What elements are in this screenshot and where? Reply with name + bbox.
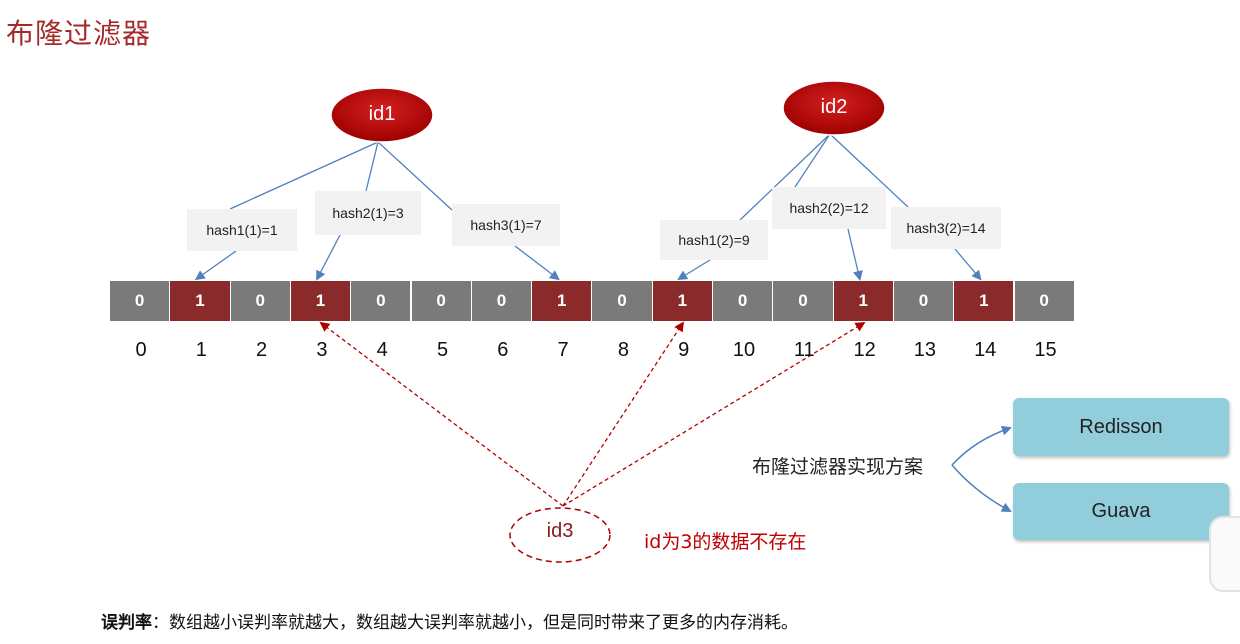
id3-label: id3 xyxy=(546,520,574,542)
index-label-12: 12 xyxy=(853,339,876,361)
id3-ellipse xyxy=(509,507,611,563)
side-widget[interactable] xyxy=(1209,516,1240,592)
id1-arrow-2 xyxy=(514,245,560,281)
hash-label-id1-3: hash3(1)=7 xyxy=(452,204,560,246)
solutions-brace-bottom xyxy=(951,464,1012,512)
solutions-label: 布隆过滤器实现方案 xyxy=(752,456,924,478)
hash-label-id2-1: hash1(2)=9 xyxy=(660,220,768,260)
id3-dashed-link-2 xyxy=(562,321,866,507)
bit-cell-4: 0 xyxy=(351,281,411,321)
bit-cell-14: 1 xyxy=(954,281,1014,321)
index-label-0: 0 xyxy=(135,339,147,361)
index-label-9: 9 xyxy=(678,339,690,361)
solutions-brace-top xyxy=(951,425,1012,466)
id2-ellipse xyxy=(782,80,886,136)
id3-dashed-link-0 xyxy=(319,321,564,507)
id2-arrow-2 xyxy=(954,248,982,281)
id3-note: id为3的数据不存在 xyxy=(644,531,807,553)
index-label-1: 1 xyxy=(195,339,207,361)
bit-cell-9: 1 xyxy=(652,281,712,321)
index-label-2: 2 xyxy=(256,339,268,361)
index-label-4: 4 xyxy=(376,339,388,361)
solution-redisson: Redisson xyxy=(1013,398,1229,456)
bit-cell-0: 0 xyxy=(110,281,170,321)
solution-guava: Guava xyxy=(1013,483,1229,540)
index-label-13: 13 xyxy=(913,339,937,361)
footer-text: ：数组越小误判率就越大，数组越大误判率就越小，但是同时带来了更多的内存消耗。 xyxy=(152,613,798,633)
id2-arrow-0 xyxy=(677,259,711,281)
id2-label: id2 xyxy=(820,96,848,118)
id1-link-0 xyxy=(229,141,379,210)
bit-cell-2: 0 xyxy=(230,281,290,321)
index-label-3: 3 xyxy=(316,339,328,361)
id1-arrow-0 xyxy=(194,250,237,281)
hash-label-id1-2: hash2(1)=3 xyxy=(315,191,421,235)
id1-arrow-1 xyxy=(316,234,341,281)
id2-link-2 xyxy=(829,133,909,208)
page-title: 布隆过滤器 xyxy=(6,17,152,50)
id2-link-0 xyxy=(739,133,831,221)
index-label-7: 7 xyxy=(557,339,569,361)
id1-ellipse xyxy=(330,87,434,143)
index-label-11: 11 xyxy=(793,339,815,361)
hash-label-id2-3: hash3(2)=14 xyxy=(891,207,1001,249)
index-label-15: 15 xyxy=(1034,339,1057,361)
bit-cell-15: 0 xyxy=(1014,281,1074,321)
footer-term: 误判率 xyxy=(101,613,152,633)
id1-link-1 xyxy=(365,141,379,192)
index-label-14: 14 xyxy=(974,339,997,361)
bit-cell-6: 0 xyxy=(471,281,532,321)
bit-cell-10: 0 xyxy=(713,281,773,321)
bit-cell-13: 0 xyxy=(893,281,954,321)
bit-cell-3: 1 xyxy=(290,281,351,321)
id1-link-2 xyxy=(377,141,453,211)
index-label-5: 5 xyxy=(436,339,449,361)
id1-label: id1 xyxy=(368,103,396,125)
bit-cell-12: 1 xyxy=(833,281,893,321)
hash-label-id2-2: hash2(2)=12 xyxy=(772,187,886,229)
index-label-10: 10 xyxy=(732,339,756,361)
bit-cell-11: 0 xyxy=(773,281,833,321)
hash-label-id1-1: hash1(1)=1 xyxy=(187,209,297,251)
id2-arrow-1 xyxy=(847,228,863,281)
bit-cell-5: 0 xyxy=(411,281,471,321)
id3-dashed-link-1 xyxy=(562,321,684,507)
index-label-8: 8 xyxy=(617,339,629,361)
footer-note: 误判率：数组越小误判率就越大，数组越大误判率就越小，但是同时带来了更多的内存消耗… xyxy=(101,608,798,633)
id2-link-1 xyxy=(794,133,831,188)
bit-cell-7: 1 xyxy=(532,281,592,321)
bit-cell-8: 0 xyxy=(592,281,652,321)
bit-cell-1: 1 xyxy=(170,281,230,321)
index-label-6: 6 xyxy=(497,339,509,361)
